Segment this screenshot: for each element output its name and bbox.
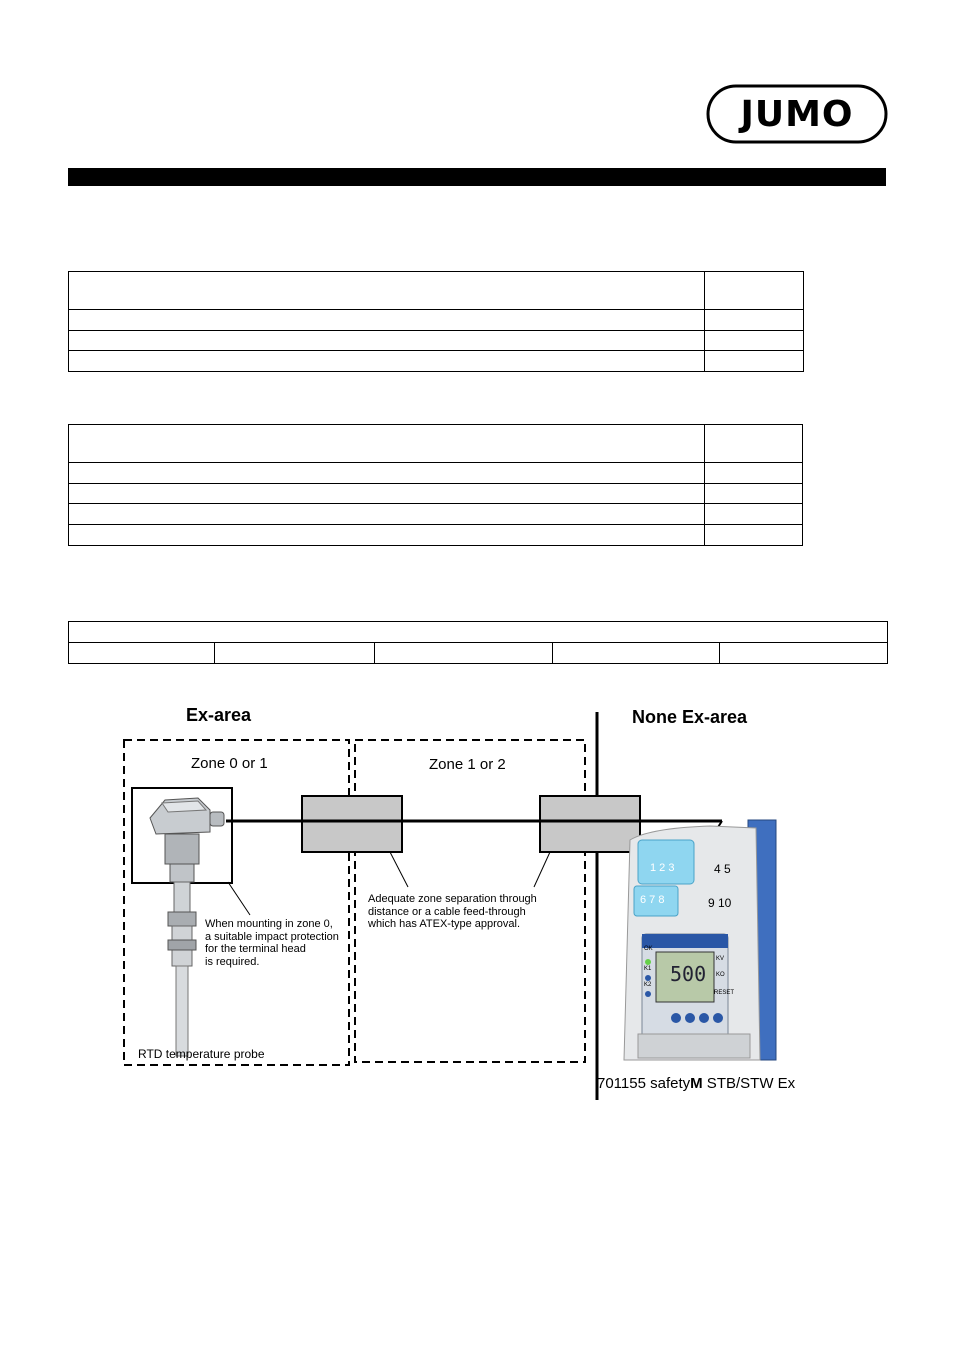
zone-0-1-boundary bbox=[123, 739, 350, 1066]
feedthrough-box-1 bbox=[301, 795, 403, 853]
installation-diagram: Ex-area None Ex-area Zone 0 or 1 Zone 1 … bbox=[110, 700, 870, 1100]
terminal-label: 6 7 8 bbox=[640, 894, 665, 906]
table-row bbox=[68, 271, 804, 310]
terminal-label: 1 2 3 bbox=[650, 862, 675, 874]
table-1 bbox=[68, 271, 804, 372]
table-row bbox=[68, 309, 804, 331]
table-row bbox=[68, 503, 803, 525]
safetym-device bbox=[623, 819, 777, 1061]
header-bar bbox=[68, 168, 886, 186]
jumo-logo: JUMO bbox=[706, 84, 888, 144]
ex-area-label: Ex-area bbox=[186, 705, 252, 725]
table-row bbox=[68, 330, 804, 351]
zone-1-2-boundary bbox=[354, 739, 586, 1063]
table-row bbox=[68, 483, 803, 504]
table-row bbox=[68, 524, 803, 546]
table-row bbox=[68, 462, 803, 484]
key-label-kv: KV bbox=[716, 956, 725, 962]
table-3 bbox=[67, 621, 889, 664]
separation-note: Adequate zone separation through distanc… bbox=[368, 893, 537, 930]
non-ex-area-label: None Ex-area bbox=[632, 707, 748, 727]
svg-text:JUMO: JUMO bbox=[737, 94, 853, 135]
key-label-ko: KO bbox=[716, 972, 725, 978]
display-value: 500 bbox=[670, 962, 707, 986]
led-label-ok: OK bbox=[644, 946, 653, 952]
table-row bbox=[68, 642, 889, 664]
table-row bbox=[68, 424, 803, 463]
zone-1-2-label: Zone 1 or 2 bbox=[429, 756, 506, 773]
led-label-k1: K1 bbox=[644, 966, 652, 972]
led-label-k2: K2 bbox=[644, 982, 652, 988]
terminal-label: 9 10 bbox=[708, 896, 732, 910]
feedthrough-box-2 bbox=[539, 795, 641, 853]
table-row bbox=[67, 621, 889, 643]
key-label-reset: RESET bbox=[714, 990, 735, 996]
table-2 bbox=[68, 424, 803, 546]
table-row bbox=[68, 350, 804, 372]
rtd-probe-label: RTD temperature probe bbox=[138, 1047, 265, 1061]
zone-0-1-label: Zone 0 or 1 bbox=[191, 755, 268, 772]
device-caption: 701155 safetyM STB/STW Ex bbox=[597, 1075, 796, 1092]
mounting-note: When mounting in zone 0, a suitable impa… bbox=[205, 918, 339, 968]
terminal-label: 4 5 bbox=[714, 862, 731, 876]
rtd-probe bbox=[149, 797, 225, 1057]
